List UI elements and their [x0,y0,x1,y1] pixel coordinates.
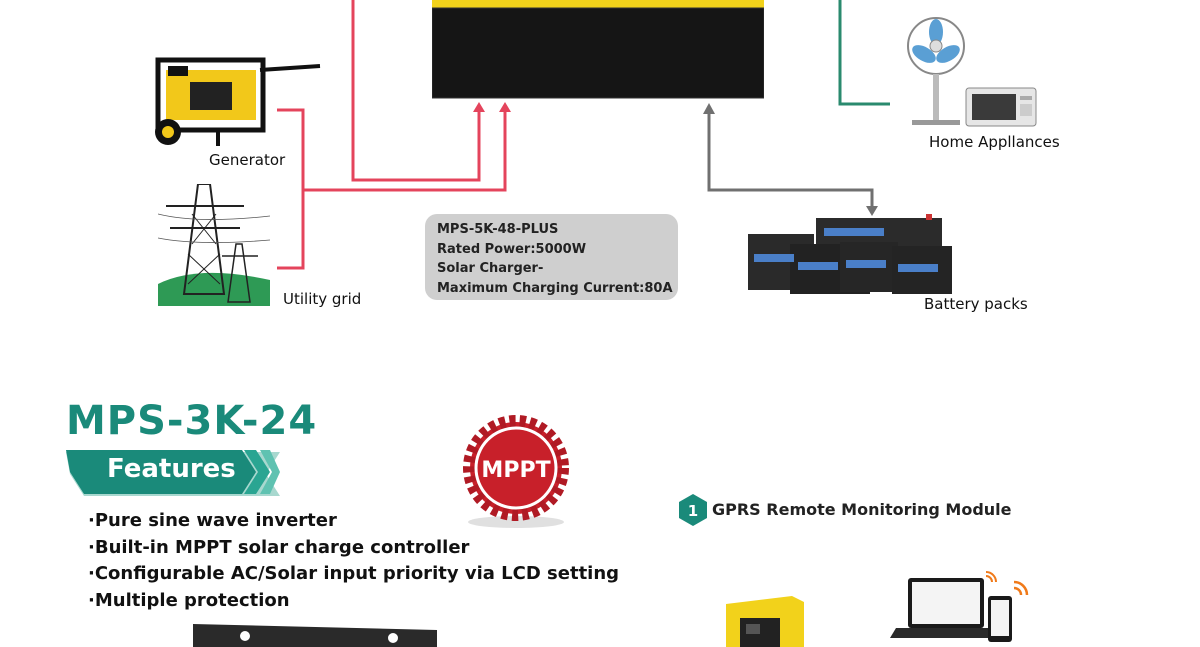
utility-grid-label: Utility grid [283,290,362,308]
home-appliances-label: Home Appllances [929,133,1060,151]
output-line [838,0,890,106]
features-list: ·Pure sine wave inverter ·Built-in MPPT … [88,508,619,614]
gprs-module-title: GPRS Remote Monitoring Module [712,500,1012,519]
arrow-head [703,103,715,114]
wall-mount-bracket-image [193,624,437,647]
step-number-icon: 1 [679,494,707,526]
generator-label: Generator [209,151,286,169]
features-title: Features [107,454,236,484]
model-title: MPS-3K-24 [66,398,318,444]
home-appliances-image [907,17,1037,127]
ac-input-line [303,108,507,192]
mppt-badge-text: MPPT [481,458,550,483]
utility-grid-image [158,184,270,306]
spec-max-charging-current: Maximum Charging Current:80A [437,280,673,296]
laptop-phone-image [890,571,1029,642]
list-item: ·Pure sine wave inverter [88,510,337,531]
arrow-head [866,206,878,216]
inverter-image [432,0,764,99]
list-item: ·Multiple protection [88,589,290,611]
battery-line [707,112,874,208]
list-item: ·Built-in MPPT solar charge controller [88,536,470,558]
spec-solar-charger: Solar Charger- [437,261,544,276]
generator-image [155,57,321,146]
arrow-head [473,102,485,112]
list-item: ·Configurable AC/Solar input priority vi… [88,563,620,584]
solar-input-line [351,0,481,182]
features-banner [66,450,280,496]
inverter-small-image [726,596,804,647]
spec-rated-power: Rated Power:5000W [437,241,587,257]
battery-packs-label: Battery packs [924,295,1028,313]
arrow-head [499,102,511,112]
svg-text:1: 1 [688,502,698,520]
battery-packs-image [748,214,952,294]
inverter-spec-box: MPS-5K-48-PLUS Rated Power:5000W Solar C… [425,214,678,300]
mppt-badge: MPPT [463,415,569,528]
spec-model: MPS-5K-48-PLUS [437,222,559,237]
